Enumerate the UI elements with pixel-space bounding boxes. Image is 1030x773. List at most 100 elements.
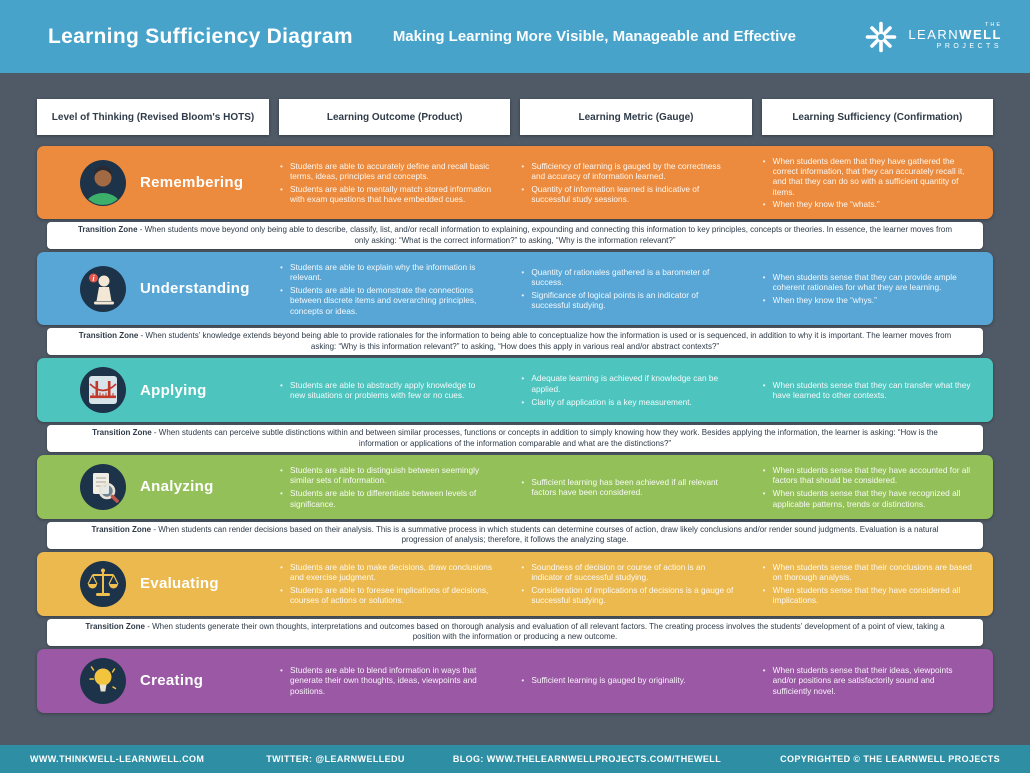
metric-item: Sufficient learning is gauged by origina… bbox=[520, 675, 733, 686]
level-cell: Remembering bbox=[37, 159, 269, 207]
sufficiency-item: When students sense that they have consi… bbox=[762, 585, 975, 606]
diagram-board: Level of Thinking (Revised Bloom's HOTS)… bbox=[0, 73, 1030, 745]
metric-list: Quantity of rationales gathered is a bar… bbox=[520, 264, 751, 313]
sufficiency-list: When students sense that they can provid… bbox=[762, 269, 993, 308]
metric-list: Sufficiency of learning is gauged by the… bbox=[520, 158, 751, 207]
learnwell-logo: THE LEARNWELL PROJECTS bbox=[863, 19, 1002, 55]
footer-blog: BLOG: WWW.THELEARNWELLPROJECTS.COM/THEWE… bbox=[452, 754, 722, 764]
transition-zone-5: Transition Zone - When students generate… bbox=[47, 618, 983, 646]
transition-zone-1: Transition Zone - When students move bey… bbox=[47, 222, 983, 250]
analyzing-document-magnifier-icon bbox=[79, 463, 127, 511]
transition-zone-label: Transition Zone bbox=[85, 621, 145, 631]
header: Learning Sufficiency Diagram Making Lear… bbox=[0, 0, 1030, 73]
footer-website: WWW.THINKWELL-LEARNWELL.COM bbox=[30, 754, 205, 764]
logo-text: THE LEARNWELL PROJECTS bbox=[908, 22, 1002, 51]
sufficiency-item: When students sense that they can provid… bbox=[762, 272, 975, 293]
starburst-icon bbox=[866, 21, 897, 52]
row-understanding: i Understanding Students are able to exp… bbox=[37, 252, 993, 326]
svg-text:i: i bbox=[92, 274, 95, 283]
transition-zone-label: Transition Zone bbox=[78, 331, 139, 341]
metric-item: Quantity of rationales gathered is a bar… bbox=[520, 267, 733, 288]
level-title: Understanding bbox=[140, 280, 250, 298]
sufficiency-item: When students deem that they have gather… bbox=[762, 156, 975, 197]
metric-item: Soundness of decision or course of actio… bbox=[520, 562, 733, 583]
transition-zone-label: Transition Zone bbox=[91, 524, 152, 534]
transition-zone-text: - When students can perceive subtle dist… bbox=[151, 428, 938, 448]
sufficiency-item: When students sense that they can transf… bbox=[762, 380, 975, 401]
metric-item: Significance of logical points is an ind… bbox=[520, 290, 733, 311]
logo-projects: PROJECTS bbox=[936, 43, 1002, 51]
metric-item: Sufficient learning has been achieved if… bbox=[520, 477, 733, 498]
outcome-item: Students are able to mentally match stor… bbox=[279, 184, 492, 205]
footer: WWW.THINKWELL-LEARNWELL.COM TWITTER: @LE… bbox=[0, 745, 1030, 773]
transition-zone-4: Transition Zone - When students can rend… bbox=[47, 521, 983, 549]
outcome-item: Students are able to foresee implication… bbox=[279, 585, 492, 606]
transition-zone-3: Transition Zone - When students can perc… bbox=[47, 425, 983, 452]
column-header-learning-metric: Learning Metric (Gauge) bbox=[520, 99, 752, 135]
transition-zone-label: Transition Zone bbox=[77, 225, 138, 235]
metric-list: Sufficient learning has been achieved if… bbox=[520, 474, 751, 500]
logo-the: THE bbox=[985, 21, 1002, 28]
sufficiency-item: When students sense that their ideas, vi… bbox=[762, 665, 975, 696]
metric-list: Adequate learning is achieved if knowled… bbox=[520, 371, 751, 410]
metric-item: Clarity of application is a key measurem… bbox=[520, 397, 733, 408]
level-title: Remembering bbox=[140, 174, 244, 192]
metric-item: Sufficiency of learning is gauged by the… bbox=[520, 161, 733, 182]
level-cell: Applying bbox=[37, 366, 269, 414]
metric-item: Adequate learning is achieved if knowled… bbox=[520, 373, 733, 394]
sufficiency-item: When they know the “whats.” bbox=[762, 199, 975, 210]
level-cell: Analyzing bbox=[37, 463, 269, 511]
row-analyzing: Analyzing Students are able to distingui… bbox=[37, 454, 993, 519]
outcome-list: Students are able to explain why the inf… bbox=[279, 259, 510, 318]
column-header-level-of-thinking: Level of Thinking (Revised Bloom's HOTS) bbox=[37, 99, 269, 135]
evaluating-balance-scales-icon bbox=[79, 560, 127, 608]
transition-zone-label: Transition Zone bbox=[92, 428, 152, 438]
transition-zone-2: Transition Zone - When students’ knowled… bbox=[47, 328, 983, 356]
applying-bridge-icon bbox=[79, 366, 127, 414]
column-headers: Level of Thinking (Revised Bloom's HOTS)… bbox=[37, 99, 993, 135]
sufficiency-item: When students sense that they have accou… bbox=[762, 465, 975, 486]
logo-name: LEARNWELL bbox=[908, 27, 1002, 43]
metric-list: Soundness of decision or course of actio… bbox=[520, 559, 751, 608]
outcome-item: Students are able to distinguish between… bbox=[279, 465, 492, 486]
outcome-item: Students are able to accurately define a… bbox=[279, 161, 492, 182]
level-title: Analyzing bbox=[140, 478, 214, 496]
row-remembering: Remembering Students are able to accurat… bbox=[37, 146, 993, 220]
outcome-list: Students are able to blend information i… bbox=[279, 662, 510, 698]
understanding-info-icon: i bbox=[79, 265, 127, 313]
outcome-item: Students are able to make decisions, dra… bbox=[279, 562, 492, 583]
creating-lightbulb-icon bbox=[79, 657, 127, 705]
level-cell: Evaluating bbox=[37, 560, 269, 608]
page-title: Learning Sufficiency Diagram bbox=[48, 24, 353, 48]
level-title: Creating bbox=[140, 672, 204, 689]
level-title: Applying bbox=[140, 381, 207, 399]
sufficiency-item: When students sense that they have recog… bbox=[762, 488, 975, 509]
outcome-item: Students are able to demonstrate the con… bbox=[279, 285, 492, 316]
sufficiency-list: When students sense that they have accou… bbox=[762, 462, 993, 511]
level-cell: i Understanding bbox=[37, 265, 269, 313]
sufficiency-item: When students sense that their conclusio… bbox=[762, 562, 975, 583]
outcome-item: Students are able to abstractly apply kn… bbox=[279, 380, 492, 401]
sufficiency-list: When students sense that their conclusio… bbox=[762, 559, 993, 608]
row-evaluating: Evaluating Students are able to make dec… bbox=[37, 551, 993, 616]
row-applying: Applying Students are able to abstractly… bbox=[37, 358, 993, 423]
sufficiency-list: When students sense that their ideas, vi… bbox=[762, 662, 993, 698]
transition-zone-text: - When students’ knowledge extends beyon… bbox=[138, 331, 952, 351]
metric-item: Quantity of information learned is indic… bbox=[520, 184, 733, 205]
footer-copyright: COPYRIGHTED © THE LEARNWELL PROJECTS bbox=[780, 754, 1000, 764]
sufficiency-item: When they know the “whys.” bbox=[762, 295, 975, 306]
outcome-list: Students are able to accurately define a… bbox=[279, 158, 510, 207]
outcome-list: Students are able to abstractly apply kn… bbox=[279, 377, 510, 403]
footer-twitter: TWITTER: @LEARNWELLEDU bbox=[266, 754, 405, 764]
column-header-learning-outcome: Learning Outcome (Product) bbox=[279, 99, 511, 135]
outcome-item: Students are able to explain why the inf… bbox=[279, 262, 492, 283]
transition-zone-text: - When students generate their own thoug… bbox=[144, 621, 945, 642]
level-title: Evaluating bbox=[140, 575, 219, 593]
remembering-person-icon bbox=[79, 159, 127, 207]
row-creating: Creating Students are able to blend info… bbox=[37, 648, 993, 713]
transition-zone-text: - When students move beyond only being a… bbox=[137, 225, 953, 245]
outcome-item: Students are able to differentiate betwe… bbox=[279, 488, 492, 509]
metric-list: Sufficient learning is gauged by origina… bbox=[520, 673, 751, 688]
column-header-learning-sufficiency: Learning Sufficiency (Confirmation) bbox=[761, 99, 993, 135]
